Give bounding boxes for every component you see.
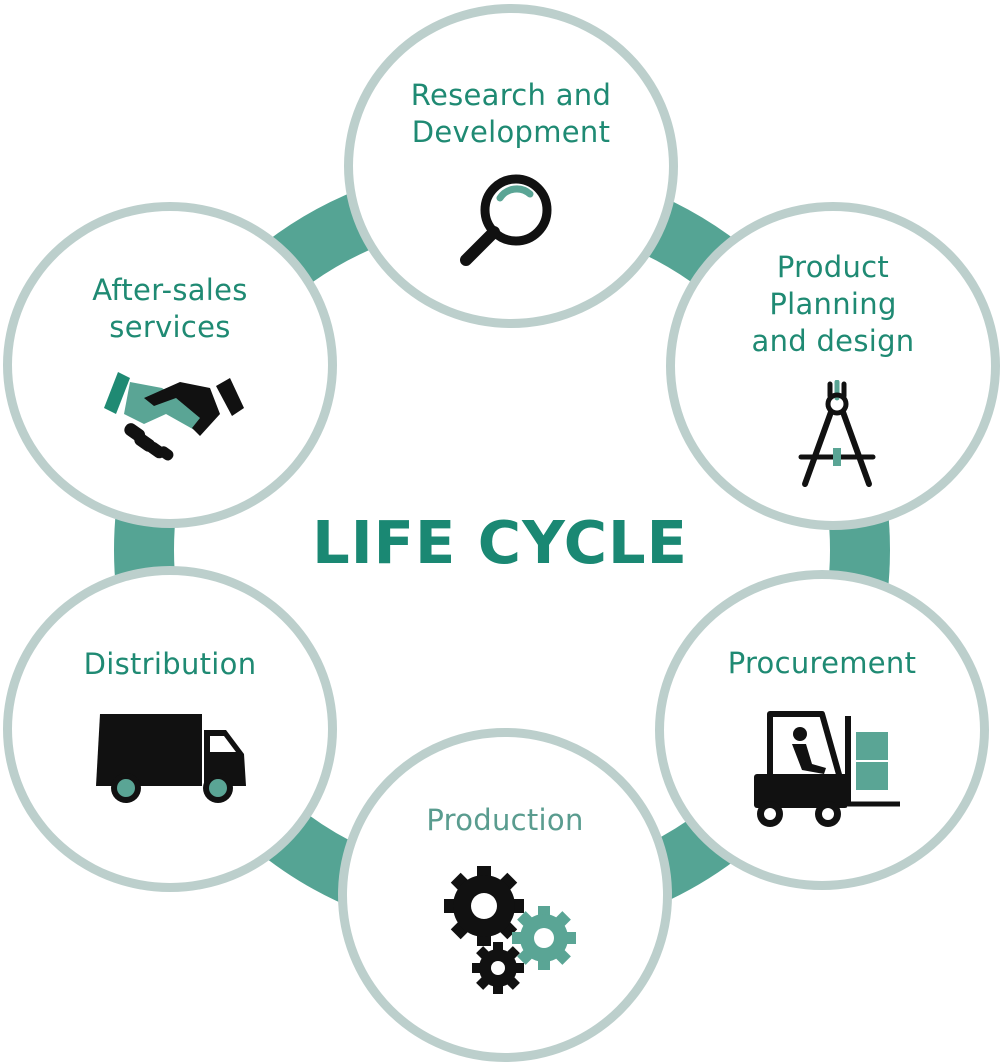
gears-icon xyxy=(444,866,576,994)
forklift-icon xyxy=(754,711,900,827)
stage-procurement xyxy=(655,570,989,890)
stage-label-research-and-development: Research and Development xyxy=(410,78,612,149)
stage-product-planning-and-design xyxy=(666,202,1000,530)
stage-label-production: Production xyxy=(426,803,584,837)
stage-label-product-planning-and-design: Product Planning and design xyxy=(751,250,915,358)
delivery-truck-icon xyxy=(96,714,246,803)
stage-after-sales-services xyxy=(3,202,337,528)
magnifier-icon xyxy=(460,174,552,266)
stage-label-after-sales-services: After-sales services xyxy=(92,273,248,344)
stage-label-procurement: Procurement xyxy=(727,646,917,680)
drafting-compass-icon xyxy=(798,380,876,487)
stage-research-and-development xyxy=(344,4,678,328)
handshake-icon xyxy=(104,372,244,461)
life-cycle-title: LIFE CYCLE xyxy=(312,508,688,577)
stage-label-distribution: Distribution xyxy=(83,647,257,681)
